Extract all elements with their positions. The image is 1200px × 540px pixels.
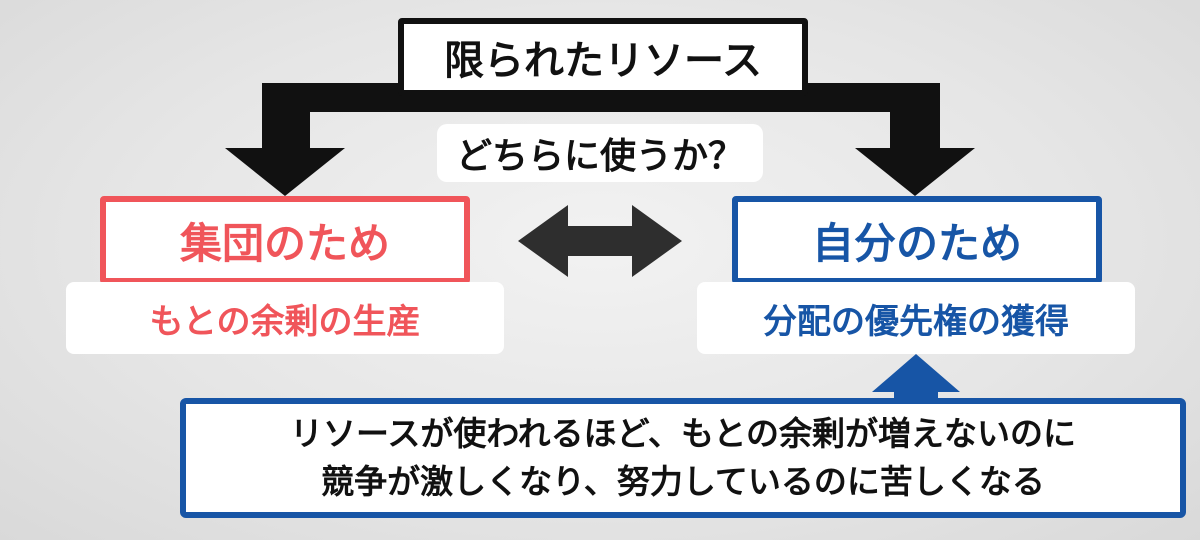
right-title-text: 自分のため <box>811 218 1022 268</box>
top-label: 限られたリソース <box>398 18 808 96</box>
double-headed-arrow-icon <box>518 205 682 277</box>
left-option-subtitle: もとの余剰の生産 <box>66 282 504 354</box>
question-text: どちらに使うか？ <box>455 136 744 177</box>
note-line-2: 競争が激しくなり、努力しているのに苦しくなる <box>321 462 1045 501</box>
left-title-text: 集団のため <box>179 218 390 268</box>
question-label: どちらに使うか？ <box>437 124 763 182</box>
note-box: リソースが使われるほど、もとの余剰が増えないのに 競争が激しくなり、努力している… <box>180 398 1186 518</box>
left-subtitle-text: もとの余剰の生産 <box>149 301 421 342</box>
right-option-subtitle: 分配の優先権の獲得 <box>697 282 1135 354</box>
right-subtitle-text: 分配の優先権の獲得 <box>763 301 1069 342</box>
left-option-title: 集団のため <box>100 196 470 284</box>
split-down-arrow-icon <box>225 83 975 196</box>
top-label-text: 限られたリソース <box>444 38 762 84</box>
up-arrow-icon <box>872 354 960 400</box>
note-line-1: リソースが使われるほど、もとの余剰が増えないのに <box>289 414 1077 454</box>
right-option-title: 自分のため <box>732 196 1102 284</box>
